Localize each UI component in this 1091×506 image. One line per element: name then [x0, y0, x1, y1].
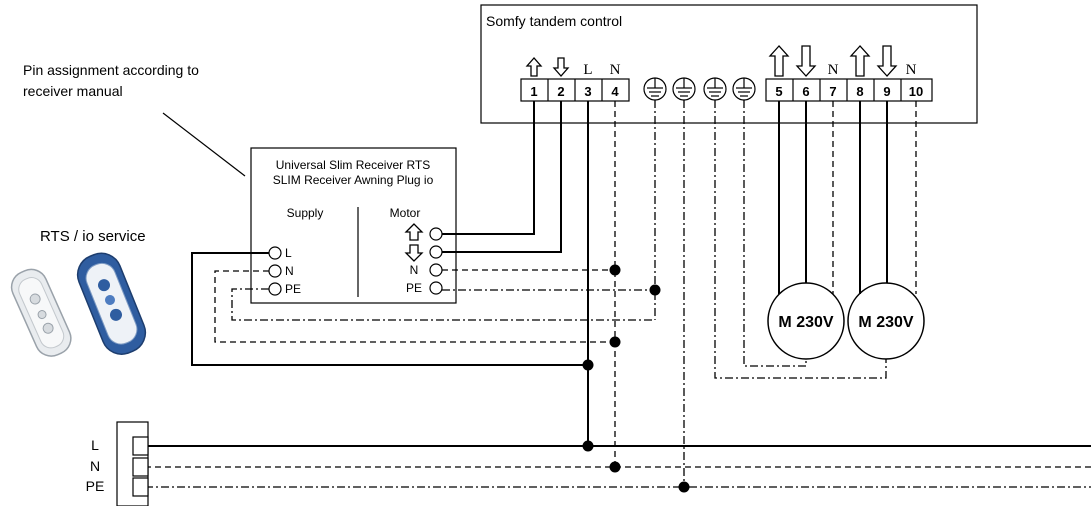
wire-pe-earth-3 [714, 100, 887, 379]
mains-label-l: L [91, 437, 99, 453]
junction-dot [582, 359, 594, 371]
mark-n: N [906, 62, 917, 78]
supply-l-label: L [285, 246, 292, 260]
wire-supply-pe [231, 288, 655, 321]
junction-dot [582, 440, 594, 452]
up-arrow-icon [525, 57, 543, 77]
mains-terminal: L N PE [86, 421, 149, 506]
tandem-control: Somfy tandem control 1 2 3 4 L N [480, 4, 978, 124]
down-arrow-icon [795, 45, 817, 77]
earth-icon [672, 77, 696, 101]
motor-1-label: M 230V [778, 314, 833, 331]
motor-pe-label: PE [406, 281, 422, 295]
motor-label: Motor [390, 206, 421, 220]
terminal-7: 7 [829, 84, 836, 99]
wire-pe-earth-4 [743, 100, 807, 367]
terminal-9: 9 [883, 84, 890, 99]
receiver-title-1: Universal Slim Receiver RTS [276, 158, 430, 172]
wire-down [442, 101, 562, 253]
terminal-4: 4 [611, 84, 619, 99]
wire-supply-l [191, 252, 588, 366]
remote-control-image [10, 252, 147, 357]
remote-label: RTS / io service [40, 228, 146, 245]
junction-dot [609, 461, 621, 473]
terminal-2: 2 [557, 84, 564, 99]
mains-label-pe: PE [86, 478, 105, 494]
terminal-block-left: 1 2 3 4 [520, 78, 630, 102]
terminal-8: 8 [856, 84, 863, 99]
up-arrow-icon [768, 45, 790, 77]
terminal-block-right: 5 6 7 8 9 10 [765, 78, 933, 102]
motor-2-label: M 230V [858, 314, 913, 331]
motor-pe-terminal [429, 281, 443, 295]
mains-label-n: N [90, 458, 100, 474]
supply-pe-label: PE [285, 282, 301, 296]
mark-n: N [610, 62, 621, 78]
terminal-1: 1 [530, 84, 537, 99]
up-arrow-icon [849, 45, 871, 77]
supply-label: Supply [287, 206, 324, 220]
mark-l: L [583, 62, 592, 78]
terminal-3: 3 [584, 84, 591, 99]
junction-dot [609, 264, 621, 276]
annotation-line-2: receiver manual [23, 83, 123, 99]
annotation-line-1: Pin assignment according to [23, 62, 199, 78]
receiver-box [250, 147, 457, 304]
tandem-control-title: Somfy tandem control [486, 13, 622, 29]
annotation-leader-line [162, 112, 246, 177]
junction-dot [678, 481, 690, 493]
down-arrow-icon [404, 244, 424, 262]
wiring [145, 100, 1091, 488]
junction-dot [649, 284, 661, 296]
down-arrow-icon [876, 45, 898, 77]
supply-n-label: N [285, 264, 294, 278]
terminal-5: 5 [775, 84, 782, 99]
mark-n: N [828, 62, 839, 78]
motor-n-label: N [410, 263, 419, 277]
wire-up [442, 101, 535, 235]
wire-supply-n [214, 270, 615, 343]
receiver-title-2: SLIM Receiver Awning Plug io [273, 173, 434, 187]
receiver: Universal Slim Receiver RTS SLIM Receive… [250, 147, 457, 304]
terminal-10: 10 [909, 84, 923, 99]
up-arrow-icon [404, 223, 424, 241]
motor-1: M 230V [767, 282, 845, 360]
junctions [582, 264, 690, 493]
motor-2: M 230V [847, 282, 925, 360]
terminal-6: 6 [802, 84, 809, 99]
down-arrow-icon [552, 57, 570, 77]
junction-dot [609, 336, 621, 348]
